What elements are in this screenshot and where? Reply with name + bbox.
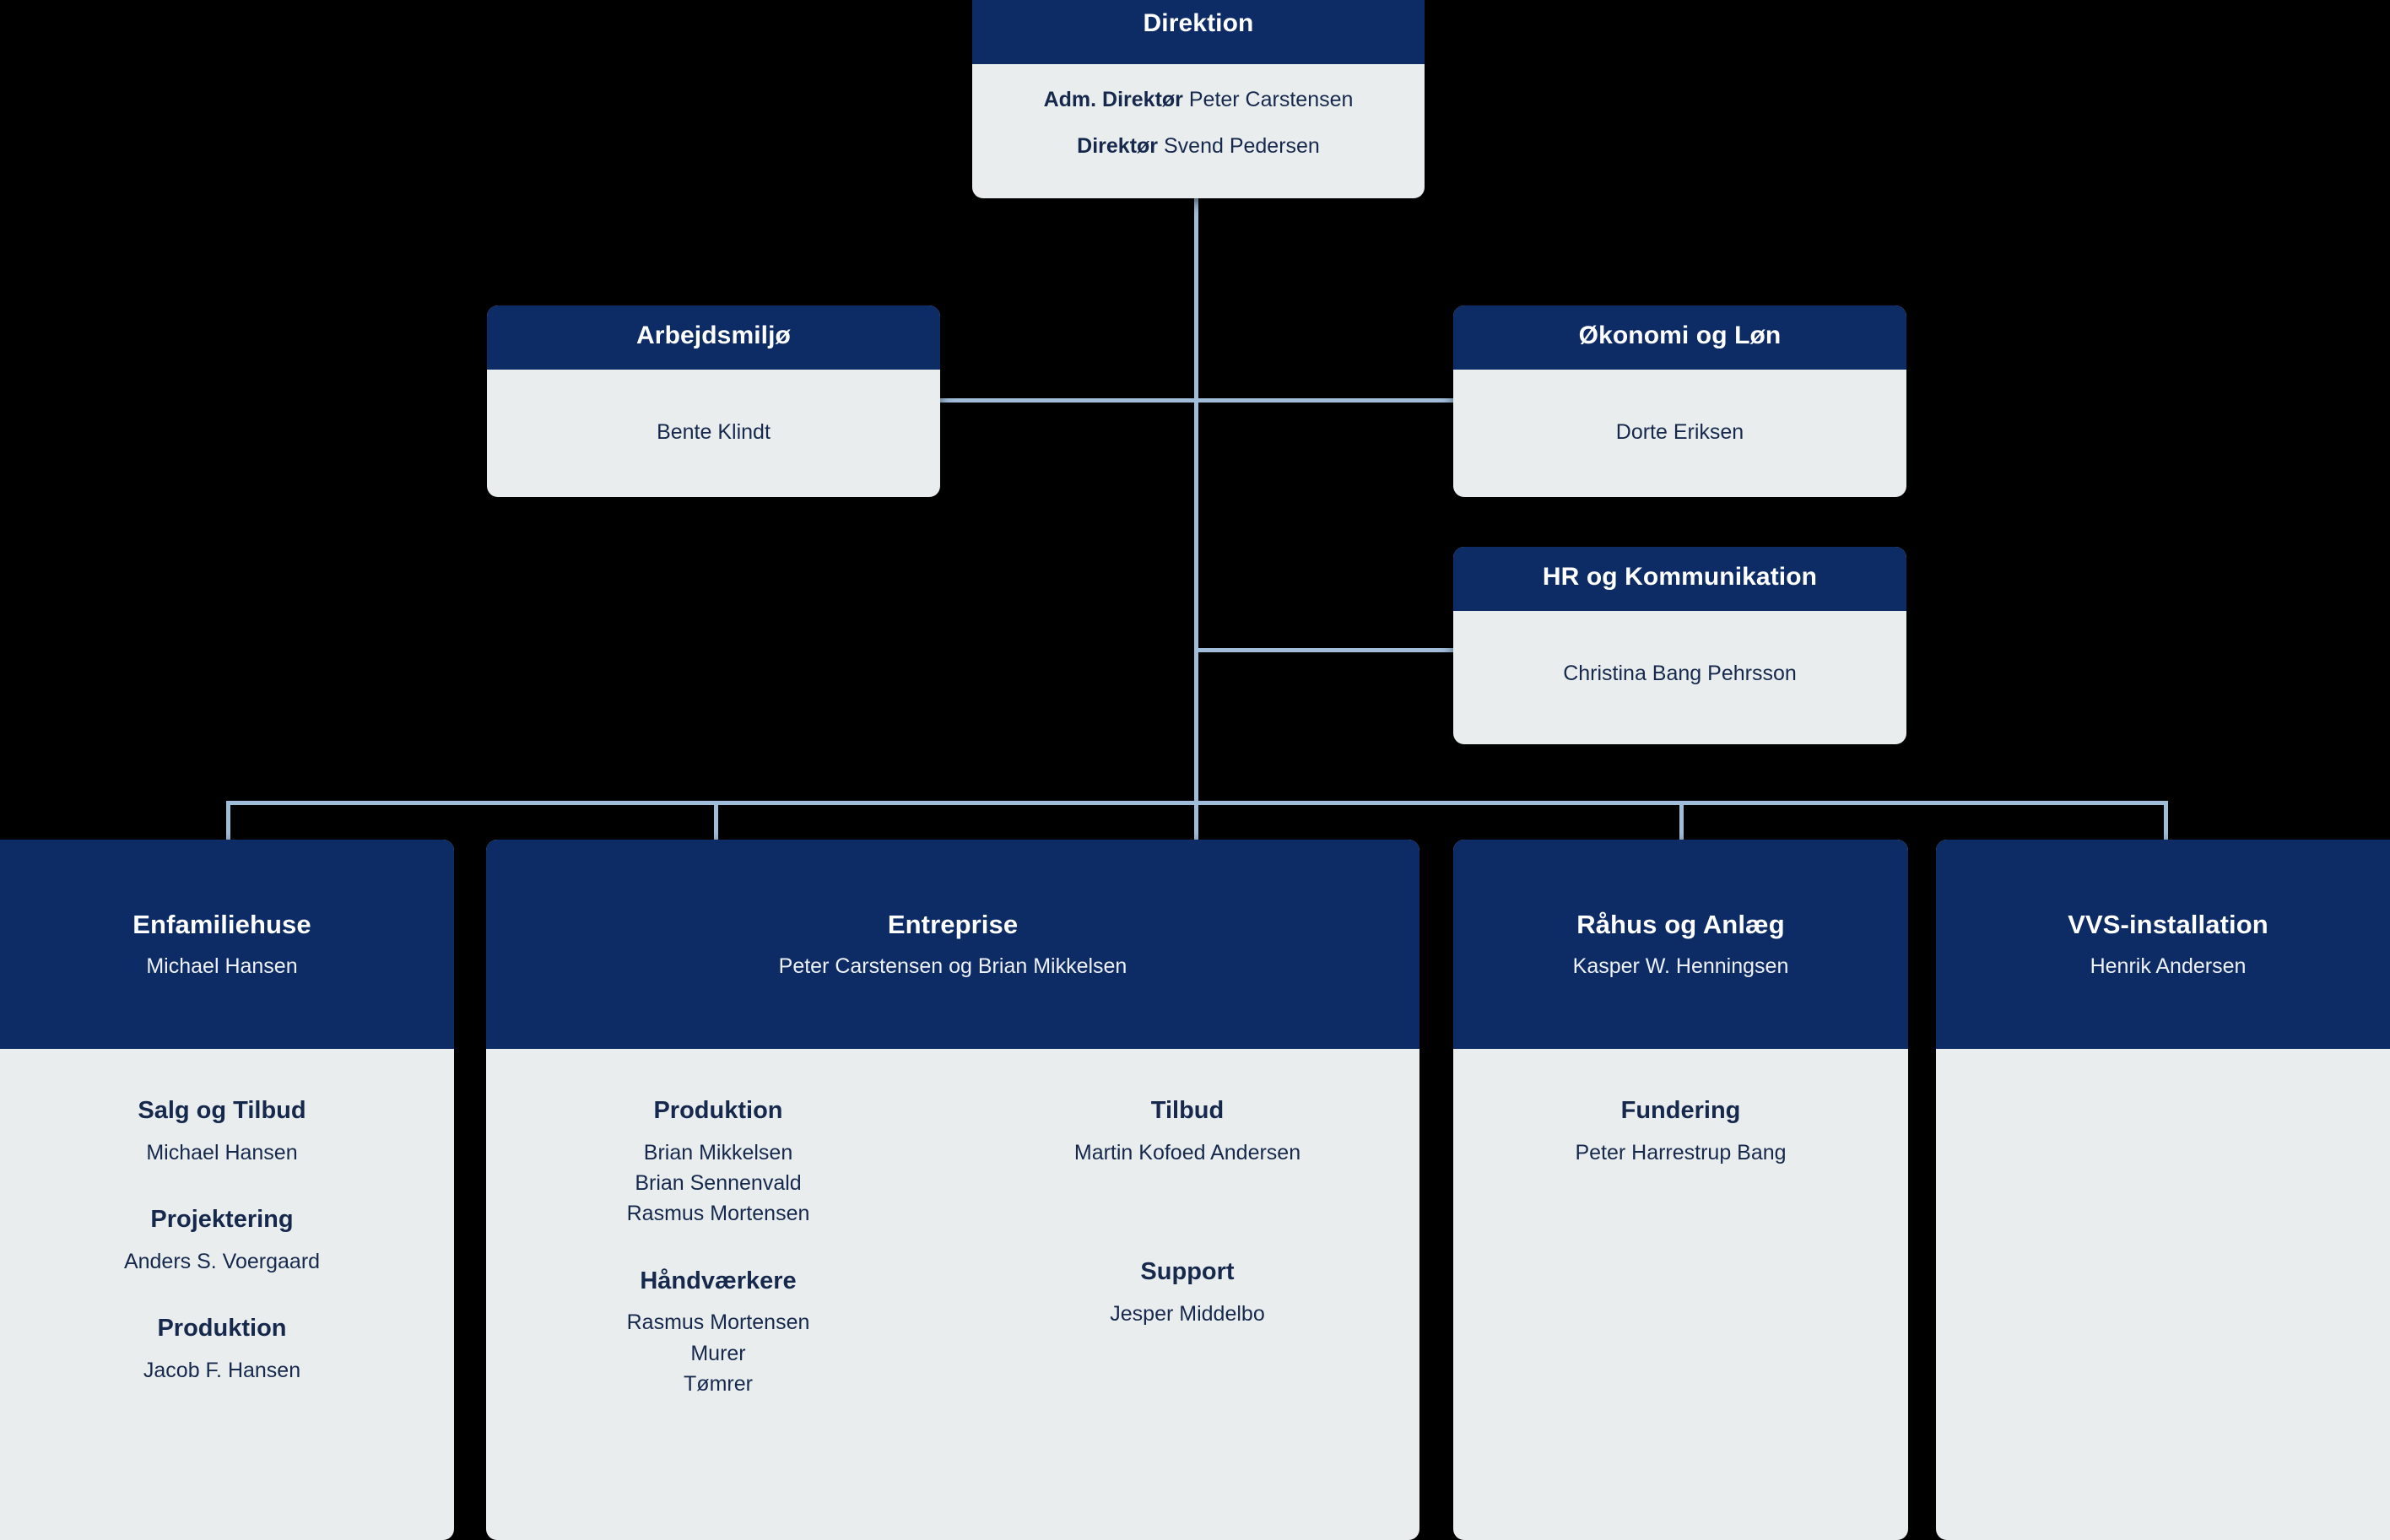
group-salg-og-tilbud: Salg og Tilbud Michael Hansen xyxy=(0,1096,454,1168)
group-person: Jacob F. Hansen xyxy=(143,1358,301,1382)
direktion-role: Direktør xyxy=(1077,133,1159,158)
group-title: Fundering xyxy=(1620,1097,1741,1124)
group-fundering: Fundering Peter Harrestrup Bang xyxy=(1453,1096,1908,1168)
direktion-row: Adm. Direktør Peter Carstensen xyxy=(972,86,1425,114)
group-person: Michael Hansen xyxy=(146,1140,298,1164)
node-vvs-installation-lead: Henrik Andersen xyxy=(2090,954,2247,979)
entreprise-column-left: Produktion Brian Mikkelsen Brian Sennenv… xyxy=(486,1096,950,1399)
direktion-name: Svend Pedersen xyxy=(1163,133,1320,158)
group-person: Tømrer xyxy=(684,1371,753,1396)
connector-drop-enfamiliehuse xyxy=(226,801,230,843)
node-enfamiliehuse-lead: Michael Hansen xyxy=(146,954,298,979)
group-handvaerkere: Håndværkere Rasmus Mortensen Murer Tømre… xyxy=(486,1267,950,1400)
node-vvs-installation-header: VVS-installation Henrik Andersen xyxy=(1936,840,2390,1049)
group-produktion: Produktion Brian Mikkelsen Brian Sennenv… xyxy=(486,1096,950,1229)
node-arbejdsmiljo-title: Arbejdsmiljø xyxy=(636,322,791,349)
node-direktion-title: Direktion xyxy=(1143,9,1254,37)
node-okonomi-og-lon-header: Økonomi og Løn xyxy=(1453,305,1906,370)
group-title: Tilbud xyxy=(1150,1097,1225,1124)
connector-drop-entreprise-left xyxy=(714,801,718,843)
node-rahus-og-anlaeg-title: Råhus og Anlæg xyxy=(1576,910,1785,939)
group-title: Håndværkere xyxy=(640,1267,797,1294)
node-arbejdsmiljo[interactable]: Arbejdsmiljø Bente Klindt xyxy=(487,305,940,497)
group-person: Rasmus Mortensen xyxy=(626,1310,810,1335)
node-entreprise[interactable]: Entreprise Peter Carstensen og Brian Mik… xyxy=(486,840,1419,1540)
direktion-role: Adm. Direktør xyxy=(1043,88,1183,111)
direktion-row: Direktør Svend Pedersen xyxy=(972,132,1425,160)
group-projektering: Projektering Anders S. Voergaard xyxy=(0,1205,454,1277)
node-direktion[interactable]: Direktion Adm. Direktør Peter Carstensen… xyxy=(972,0,1425,198)
group-title: Projektering xyxy=(150,1206,294,1234)
node-arbejdsmiljo-body: Bente Klindt xyxy=(487,370,940,446)
connector-arbejdsmiljo-branch xyxy=(938,398,1196,403)
entreprise-column-right: Tilbud Martin Kofoed Andersen Support Je… xyxy=(950,1096,1419,1399)
group-title: Salg og Tilbud xyxy=(138,1097,306,1124)
group-person: Brian Sennenvald xyxy=(635,1171,802,1196)
group-tilbud: Tilbud Martin Kofoed Andersen xyxy=(955,1096,1419,1168)
node-okonomi-og-lon[interactable]: Økonomi og Løn Dorte Eriksen xyxy=(1453,305,1906,497)
connector-okonomi-branch xyxy=(1194,398,1455,403)
group-person: Peter Harrestrup Bang xyxy=(1575,1140,1787,1164)
node-rahus-og-anlaeg[interactable]: Råhus og Anlæg Kasper W. Henningsen Fund… xyxy=(1453,840,1908,1540)
connector-drop-vvs xyxy=(2164,801,2168,843)
node-vvs-installation[interactable]: VVS-installation Henrik Andersen xyxy=(1936,840,2390,1540)
group-person: Murer xyxy=(690,1341,746,1365)
node-vvs-installation-body xyxy=(1936,1049,2390,1096)
node-vvs-installation-title: VVS-installation xyxy=(2068,910,2268,939)
node-hr-og-kommunikation[interactable]: HR og Kommunikation Christina Bang Pehrs… xyxy=(1453,547,1906,744)
node-direktion-header: Direktion xyxy=(972,0,1425,64)
node-entreprise-lead: Peter Carstensen og Brian Mikkelsen xyxy=(778,954,1127,979)
spacer xyxy=(955,1205,1419,1257)
direktion-name: Peter Carstensen xyxy=(1188,88,1354,111)
node-arbejdsmiljo-person: Bente Klindt xyxy=(657,420,771,444)
group-person: Anders S. Voergaard xyxy=(123,1249,321,1273)
connector-drop-rahus xyxy=(1679,801,1684,843)
node-entreprise-title: Entreprise xyxy=(887,910,1019,939)
node-hr-og-kommunikation-title: HR og Kommunikation xyxy=(1542,563,1818,591)
node-okonomi-og-lon-title: Økonomi og Løn xyxy=(1578,322,1782,349)
connector-direktion-spine xyxy=(1194,198,1198,803)
group-person: Jesper Middelbo xyxy=(1110,1301,1265,1326)
node-direktion-body: Adm. Direktør Peter Carstensen Direktør … xyxy=(972,64,1425,159)
node-rahus-og-anlaeg-body: Fundering Peter Harrestrup Bang xyxy=(1453,1049,1908,1168)
node-rahus-og-anlaeg-lead: Kasper W. Henningsen xyxy=(1572,954,1789,979)
group-person: Brian Mikkelsen xyxy=(643,1140,793,1164)
node-entreprise-header: Entreprise Peter Carstensen og Brian Mik… xyxy=(486,840,1419,1049)
node-hr-og-kommunikation-body: Christina Bang Pehrsson xyxy=(1453,611,1906,688)
connector-hr-branch xyxy=(1194,648,1455,652)
group-support: Support Jesper Middelbo xyxy=(955,1257,1419,1329)
group-title: Produktion xyxy=(157,1315,287,1343)
node-enfamiliehuse-title: Enfamiliehuse xyxy=(132,910,311,939)
node-enfamiliehuse-body: Salg og Tilbud Michael Hansen Projekteri… xyxy=(0,1049,454,1386)
group-produktion: Produktion Jacob F. Hansen xyxy=(0,1314,454,1386)
node-hr-og-kommunikation-header: HR og Kommunikation xyxy=(1453,547,1906,611)
node-enfamiliehuse-header: Enfamiliehuse Michael Hansen xyxy=(0,840,454,1049)
group-title: Support xyxy=(1140,1258,1235,1286)
group-title: Produktion xyxy=(653,1097,783,1124)
node-arbejdsmiljo-header: Arbejdsmiljø xyxy=(487,305,940,370)
node-hr-og-kommunikation-person: Christina Bang Pehrsson xyxy=(1563,662,1797,685)
node-okonomi-og-lon-person: Dorte Eriksen xyxy=(1615,420,1744,444)
group-person: Martin Kofoed Andersen xyxy=(1073,1140,1301,1164)
node-rahus-og-anlaeg-header: Råhus og Anlæg Kasper W. Henningsen xyxy=(1453,840,1908,1049)
node-okonomi-og-lon-body: Dorte Eriksen xyxy=(1453,370,1906,446)
node-entreprise-body: Produktion Brian Mikkelsen Brian Sennenv… xyxy=(486,1049,1419,1399)
group-person: Rasmus Mortensen xyxy=(626,1202,810,1226)
connector-drop-entreprise-right xyxy=(1194,801,1198,843)
node-enfamiliehuse[interactable]: Enfamiliehuse Michael Hansen Salg og Til… xyxy=(0,840,454,1540)
